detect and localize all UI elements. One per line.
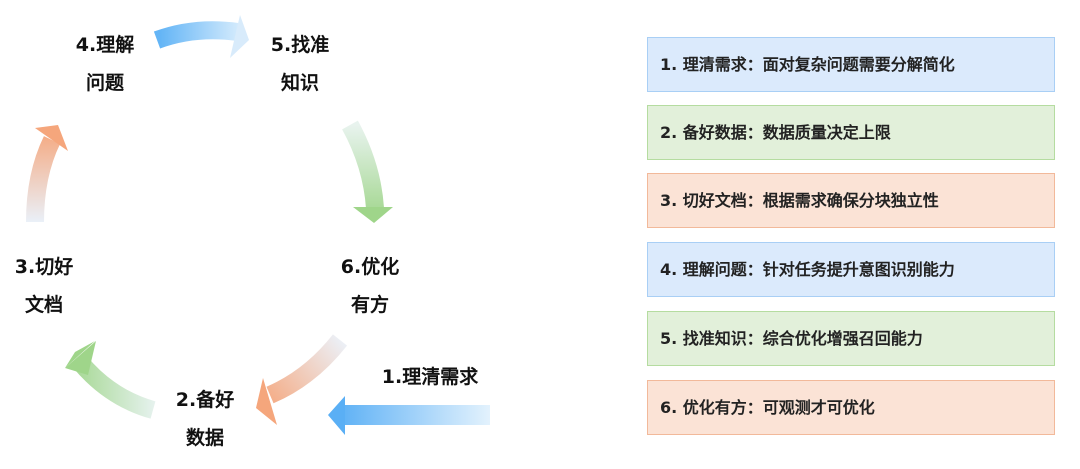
legend-item-6: 6. 优化有方：可观测才可优化 [647, 380, 1055, 435]
arrow-5-to-6 [342, 120, 393, 223]
legend-item-5: 5. 找准知识：综合优化增强召回能力 [647, 311, 1055, 366]
step-4-label: 4.理解问题 [75, 34, 135, 94]
arrow-1-to-2 [328, 396, 490, 435]
step-1-label: 1.理清需求 [381, 366, 479, 388]
arrow-3-to-4 [26, 125, 68, 223]
step-6-label: 6.优化有方 [340, 256, 400, 316]
legend-item-2: 2. 备好数据：数据质量决定上限 [647, 105, 1055, 160]
step-5-label: 5.找准知识 [270, 34, 330, 94]
step-3-label: 3.切好文档 [14, 256, 74, 316]
arrow-6-to-2 [256, 334, 348, 425]
cycle-arrows [26, 15, 490, 435]
step-2-label: 2.备好数据 [175, 389, 235, 449]
legend-item-4: 4. 理解问题：针对任务提升意图识别能力 [647, 242, 1055, 297]
legend-item-1: 1. 理清需求：面对复杂问题需要分解简化 [647, 37, 1055, 92]
arrow-4-to-5 [153, 15, 249, 58]
legend-item-3: 3. 切好文档：根据需求确保分块独立性 [647, 173, 1055, 228]
arrow-2-to-3 [65, 341, 156, 419]
